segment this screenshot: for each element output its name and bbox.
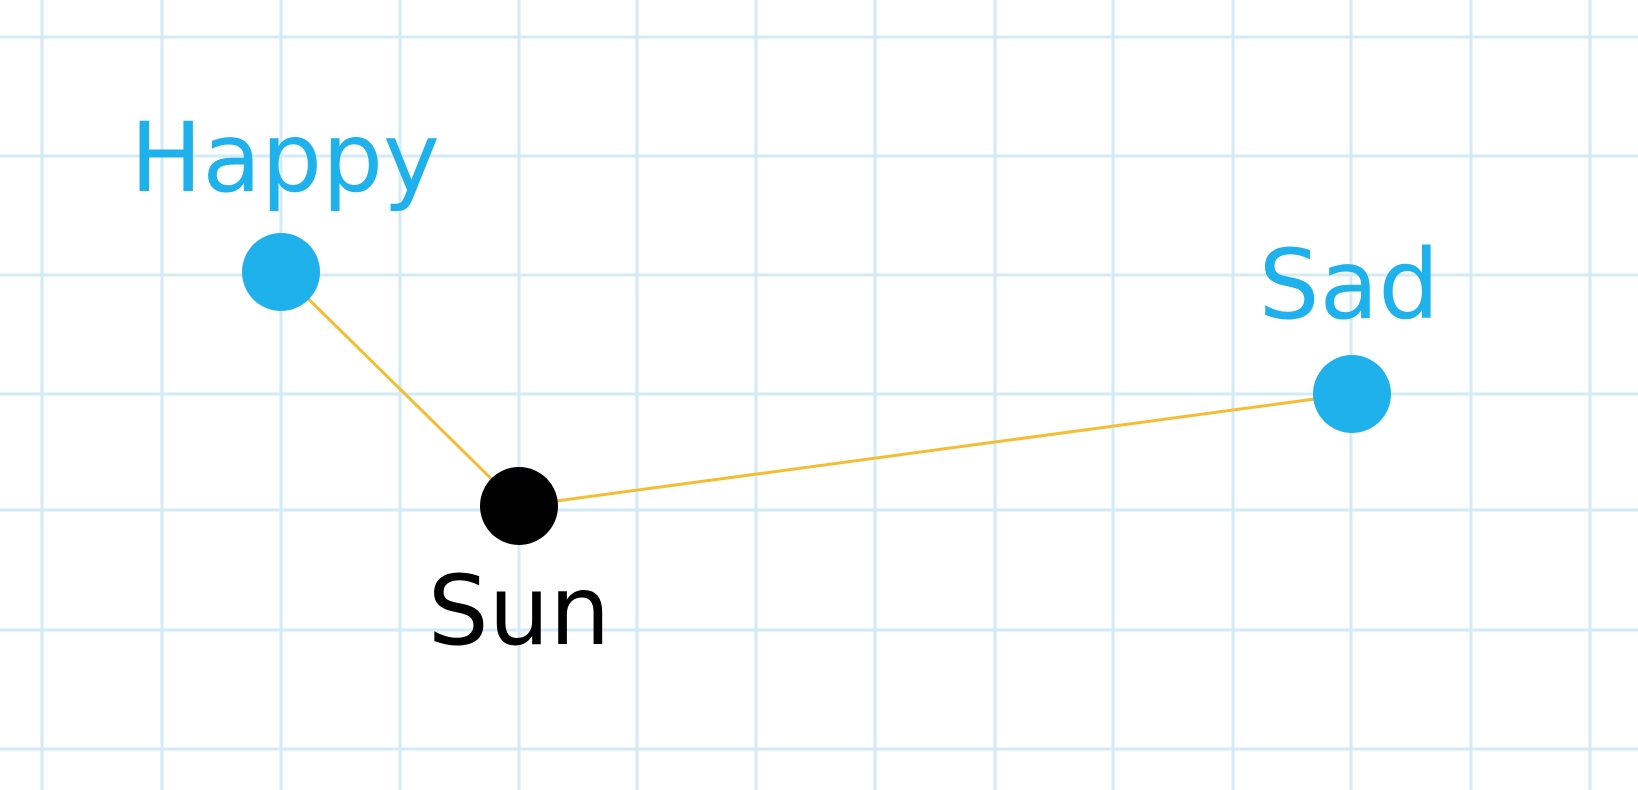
edges <box>279 270 1353 508</box>
node-sad[interactable]: Sad <box>1259 229 1440 433</box>
node-sun-dot[interactable] <box>480 467 558 545</box>
edge-happy-sun <box>279 270 521 508</box>
node-sun[interactable]: Sun <box>428 467 611 667</box>
node-happy[interactable]: Happy <box>130 102 440 311</box>
edge-sun-sad <box>518 392 1353 508</box>
node-happy-dot[interactable] <box>242 233 320 311</box>
node-sun-label: Sun <box>428 555 611 667</box>
node-happy-label: Happy <box>130 102 440 214</box>
node-sad-label: Sad <box>1259 229 1440 341</box>
node-sad-dot[interactable] <box>1313 355 1391 433</box>
